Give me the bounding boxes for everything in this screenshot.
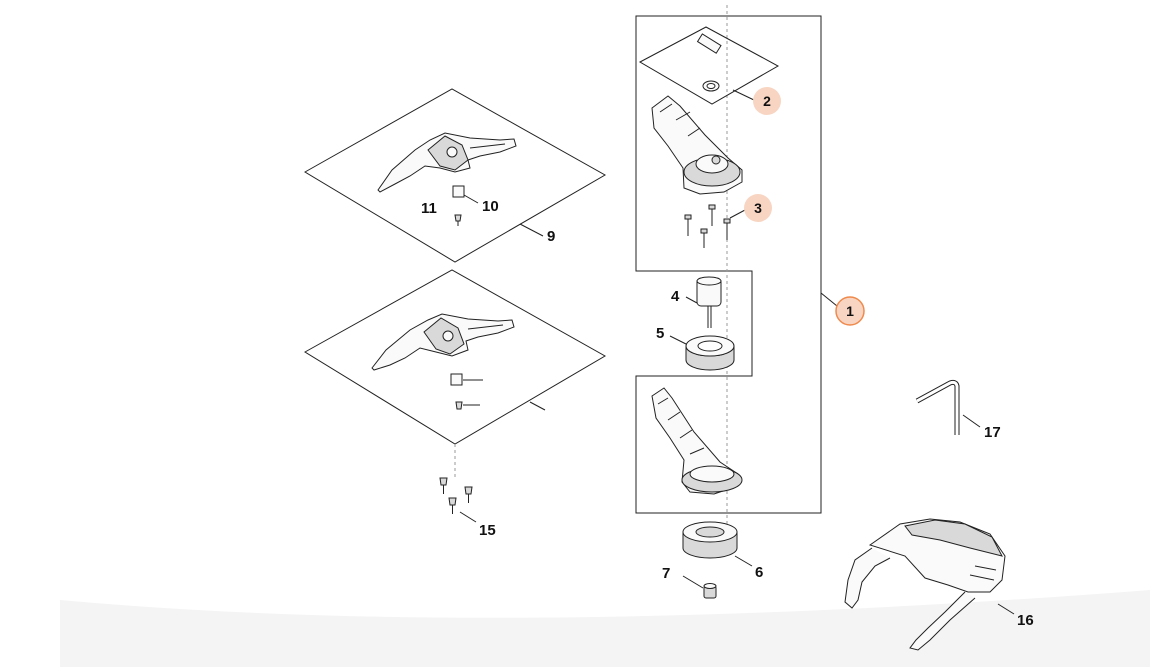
callout-2-marker[interactable] [753, 87, 781, 115]
callout-5[interactable]: 5 [656, 325, 664, 342]
callout-4[interactable]: 4 [671, 288, 680, 305]
part-16-safety-glasses [844, 518, 1015, 651]
handle-kit-group-upper [304, 88, 607, 263]
callout-3-marker[interactable] [744, 194, 772, 222]
handle-kit-group-lower [304, 269, 607, 480]
part-6-cap [682, 521, 753, 567]
lower-housing [651, 387, 743, 495]
part-5-spool-ring [669, 335, 735, 371]
callout-3[interactable]: 3 [754, 200, 762, 216]
callout-2[interactable]: 2 [763, 93, 771, 109]
leader-10 [463, 194, 479, 204]
handle-lever-upper [377, 132, 517, 193]
part-4-shaft [685, 276, 722, 328]
kit-frame-9 [304, 88, 607, 263]
kit-frame-lower [304, 269, 607, 445]
upper-housing [651, 95, 743, 195]
ground-shading [60, 590, 1150, 667]
part-3-screws [684, 204, 746, 248]
callout-17[interactable]: 17 [984, 424, 1001, 441]
part-15-screws [439, 477, 477, 523]
leader-1 [820, 292, 838, 307]
callout-1-marker[interactable] [835, 296, 865, 326]
nut-lower [450, 373, 463, 386]
leader-9 [519, 223, 544, 237]
part-7-bushing [682, 575, 717, 599]
part-10-nut [452, 185, 465, 198]
callout-10[interactable]: 10 [482, 198, 499, 215]
callout-11[interactable]: 11 [421, 200, 437, 217]
part-2-kit [638, 26, 780, 105]
callout-1[interactable]: 1 [846, 303, 854, 319]
part-11-screw [454, 214, 462, 222]
callout-7[interactable]: 7 [662, 565, 670, 582]
callout-16[interactable]: 16 [1017, 612, 1034, 629]
callout-9[interactable]: 9 [547, 228, 555, 245]
screw-lower [455, 401, 463, 410]
handle-lever-lower [371, 313, 515, 371]
assembly-1-frame [635, 5, 838, 540]
callout-6[interactable]: 6 [755, 564, 763, 581]
callout-15[interactable]: 15 [479, 522, 496, 539]
part-17-hex-key [915, 379, 981, 435]
